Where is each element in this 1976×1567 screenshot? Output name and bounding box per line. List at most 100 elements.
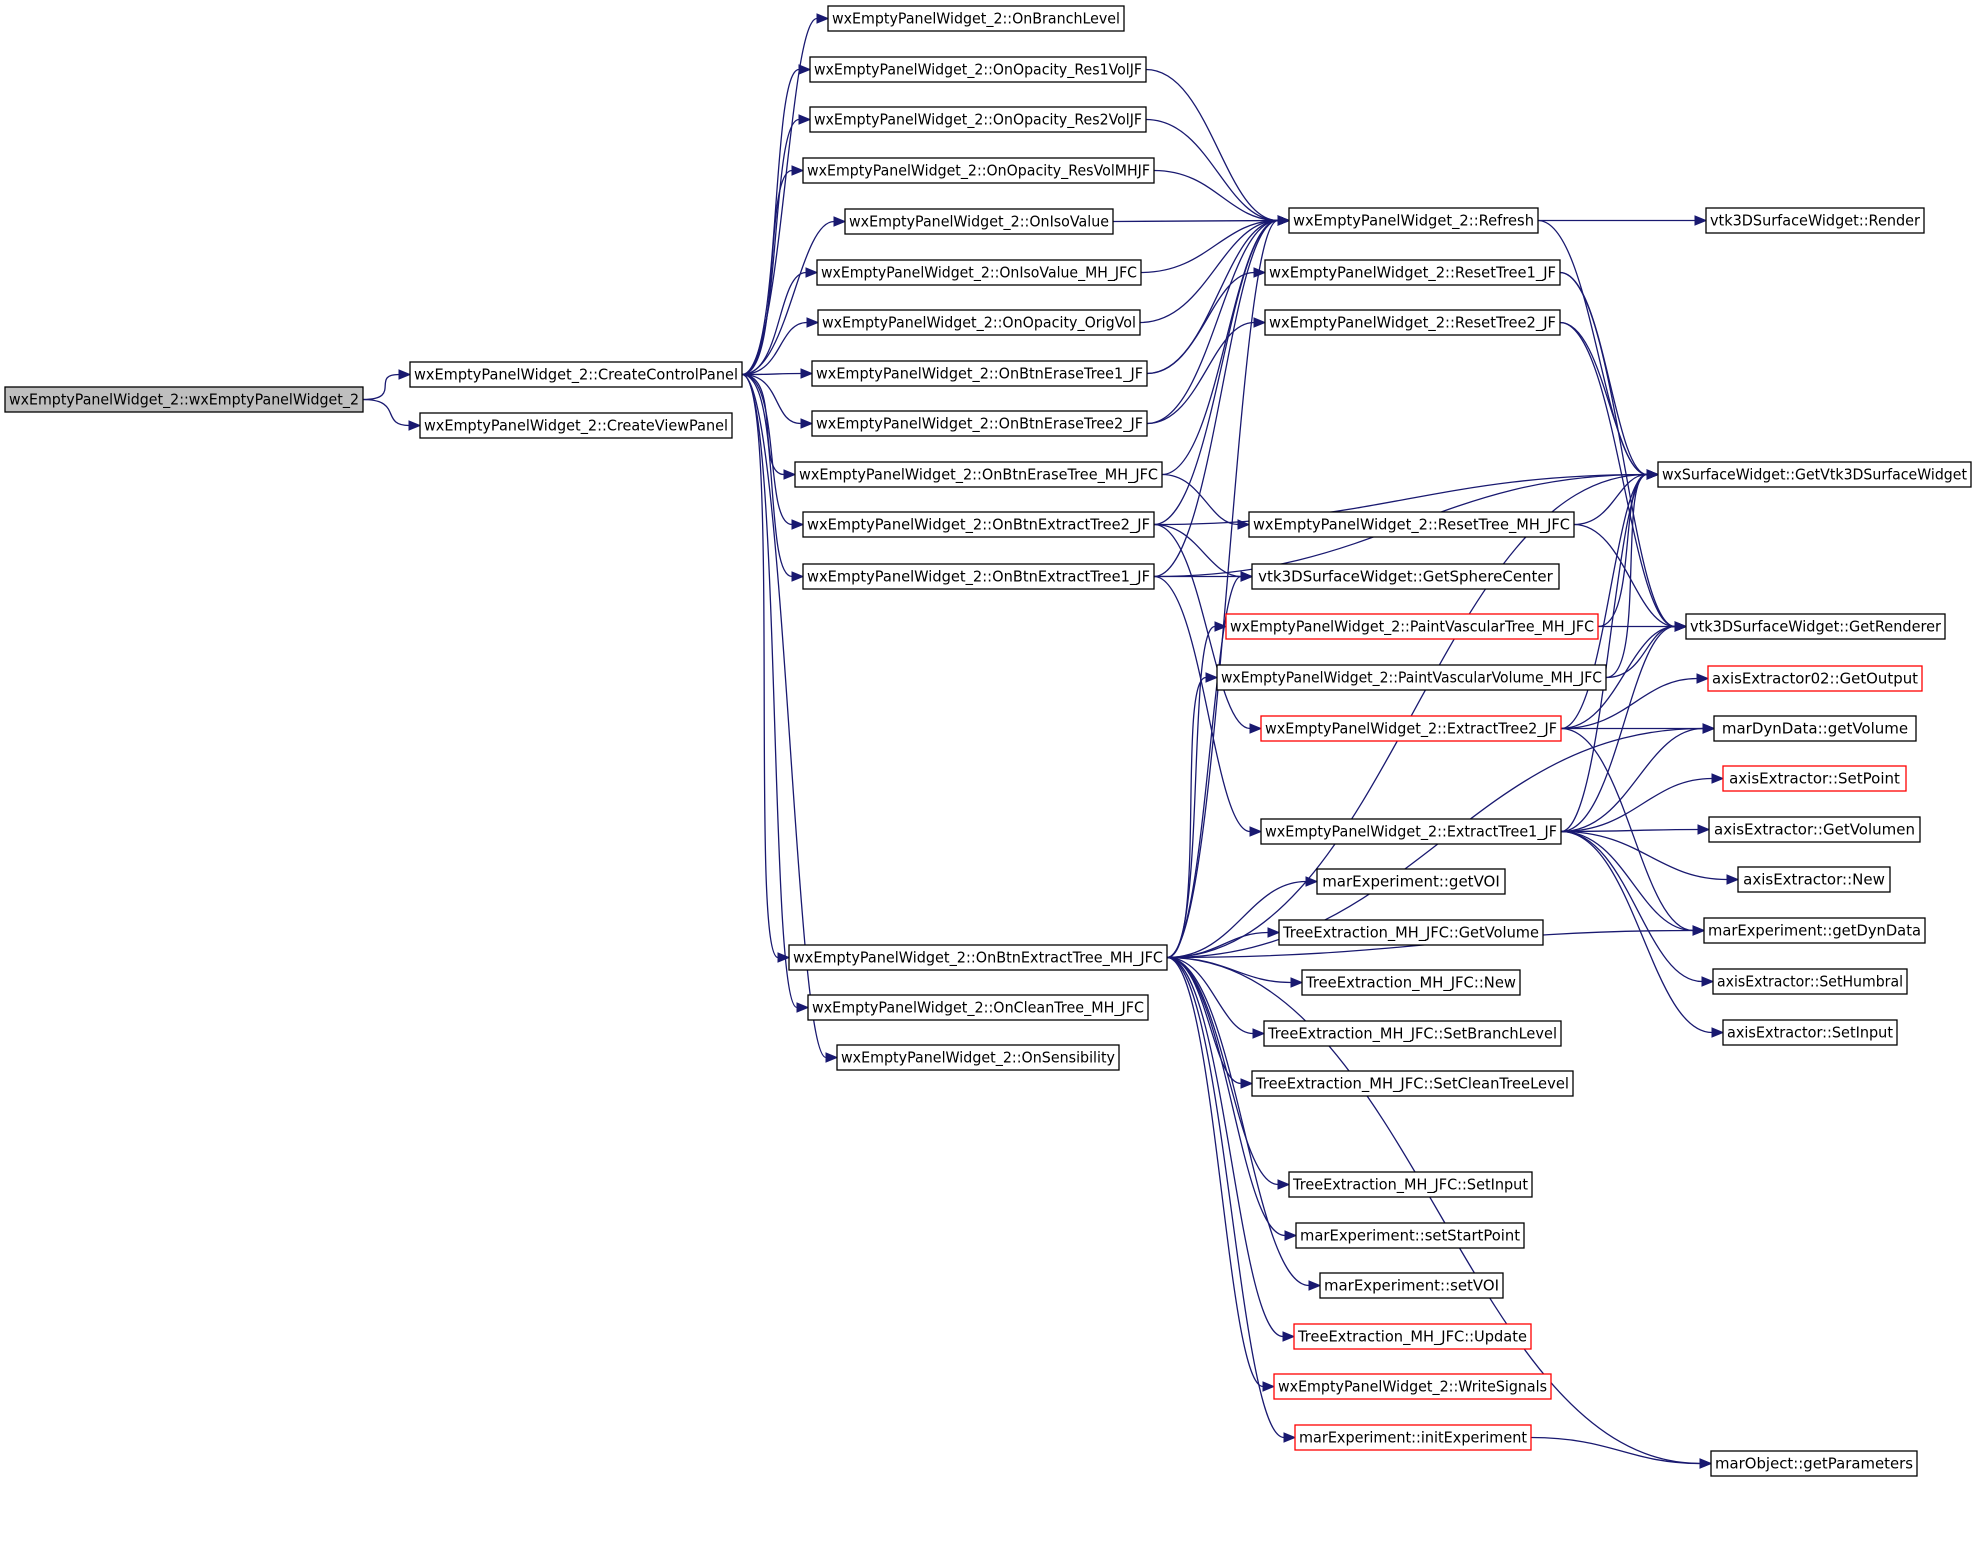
node-box (1260, 715, 1562, 742)
node-axis-set-point[interactable]: axisExtractor::SetPoint (1722, 765, 1907, 792)
node-box (1722, 765, 1907, 792)
node-reset-tree2[interactable]: wxEmptyPanelWidget_2::ResetTree2_JF (1264, 309, 1561, 336)
node-label: wxEmptyPanelWidget_2::ExtractTree2_JF (1265, 720, 1557, 739)
arrowhead (1277, 215, 1291, 226)
arrowhead (798, 114, 812, 125)
node-te-update[interactable]: TreeExtraction_MH_JFC::Update (1293, 1323, 1532, 1350)
node-on-opacity-res1[interactable]: wxEmptyPanelWidget_2::OnOpacity_Res1VolJ… (809, 56, 1147, 83)
node-create-view-panel[interactable]: wxEmptyPanelWidget_2::CreateViewPanel (419, 412, 733, 439)
node-extract-tree2[interactable]: wxEmptyPanelWidget_2::ExtractTree2_JF (1260, 715, 1562, 742)
node-on-btn-extract1[interactable]: wxEmptyPanelWidget_2::OnBtnExtractTree1_… (802, 563, 1155, 590)
node-axis-set-input[interactable]: axisExtractor::SetInput (1722, 1019, 1898, 1046)
node-paint-vasc-vol[interactable]: wxEmptyPanelWidget_2::PaintVascularVolum… (1216, 664, 1607, 691)
node-box (1264, 309, 1561, 336)
node-write-signals[interactable]: wxEmptyPanelWidget_2::WriteSignals (1273, 1373, 1552, 1400)
edge-on-opacity-res1-to-refresh (1145, 68, 1279, 222)
node-box (811, 360, 1148, 387)
node-te-new[interactable]: TreeExtraction_MH_JFC::New (1301, 969, 1521, 996)
node-box (1288, 1171, 1533, 1198)
node-on-btn-erase-mh[interactable]: wxEmptyPanelWidget_2::OnBtnEraseTree_MH_… (794, 461, 1163, 488)
edge-on-btn-erase-mh-to-reset-tree-mh (1161, 473, 1239, 526)
node-box (1722, 1019, 1898, 1046)
arrowhead (805, 267, 819, 278)
node-axis02-get-output[interactable]: axisExtractor02::GetOutput (1707, 665, 1923, 692)
edge-create-control-panel-to-on-btn-extract1 (741, 373, 793, 578)
node-label: wxEmptyPanelWidget_2::PaintVascularTree_… (1230, 618, 1594, 637)
node-mexp-init-experiment[interactable]: marExperiment::initExperiment (1294, 1424, 1532, 1451)
node-on-btn-extract2[interactable]: wxEmptyPanelWidget_2::OnBtnExtractTree2_… (802, 511, 1155, 538)
node-label: wxEmptyPanelWidget_2::OnBtnExtractTree2_… (807, 516, 1150, 535)
node-on-opacity-res-mh[interactable]: wxEmptyPanelWidget_2::OnOpacity_ResVolMH… (802, 157, 1155, 184)
node-reset-tree1[interactable]: wxEmptyPanelWidget_2::ResetTree1_JF (1264, 259, 1561, 286)
edge-create-control-panel-to-on-btn-erase-mh (741, 373, 785, 476)
node-get-parameters[interactable]: marObject::getParameters (1710, 1450, 1918, 1477)
node-on-sensibility[interactable]: wxEmptyPanelWidget_2::OnSensibility (836, 1044, 1120, 1071)
node-box (794, 461, 1163, 488)
node-mexp-set-start-point[interactable]: marExperiment::setStartPoint (1295, 1222, 1525, 1249)
edge-paint-vasc-vol-to-get-vtk3-dsurface-widget (1605, 473, 1648, 679)
node-label: wxEmptyPanelWidget_2::OnCleanTree_MH_JFC (812, 999, 1144, 1018)
edge-on-btn-extract-mh-to-write-signals (1166, 956, 1264, 1388)
node-label: TreeExtraction_MH_JFC::SetBranchLevel (1267, 1025, 1557, 1044)
node-box (1264, 259, 1561, 286)
node-get-vtk3-dsurface-widget[interactable]: wxSurfaceWidget::GetVtk3DSurfaceWidget (1657, 461, 1972, 488)
node-on-iso-value[interactable]: wxEmptyPanelWidget_2::OnIsoValue (844, 208, 1114, 235)
node-get-sphere-center[interactable]: vtk3DSurfaceWidget::GetSphereCenter (1251, 563, 1560, 590)
node-on-btn-erase2[interactable]: wxEmptyPanelWidget_2::OnBtnEraseTree2_JF (811, 410, 1148, 437)
arrowhead (1305, 876, 1319, 887)
node-axis-new[interactable]: axisExtractor::New (1737, 866, 1891, 893)
node-layer: wxEmptyPanelWidget_2::wxEmptyPanelWidget… (4, 5, 1972, 1477)
edge-create-control-panel-to-on-opacity-res-mh (741, 169, 793, 376)
node-on-iso-value-mh[interactable]: wxEmptyPanelWidget_2::OnIsoValue_MH_JFC (816, 259, 1142, 286)
arrowhead (796, 1002, 810, 1013)
node-extract-tree1[interactable]: wxEmptyPanelWidget_2::ExtractTree1_JF (1260, 818, 1562, 845)
arrowhead (1249, 723, 1263, 734)
node-te-get-volume[interactable]: TreeExtraction_MH_JFC::GetVolume (1278, 919, 1544, 946)
node-label: marExperiment::getVOI (1322, 873, 1500, 891)
node-on-btn-erase1[interactable]: wxEmptyPanelWidget_2::OnBtnEraseTree1_JF (811, 360, 1148, 387)
node-get-volume[interactable]: marDynData::getVolume (1713, 715, 1917, 742)
node-axis-get-volumen[interactable]: axisExtractor::GetVolumen (1708, 816, 1921, 843)
node-te-set-input[interactable]: TreeExtraction_MH_JFC::SetInput (1288, 1171, 1533, 1198)
edge-extract-tree1-to-get-renderer (1560, 625, 1676, 833)
node-box (809, 56, 1147, 83)
edge-on-btn-erase2-to-reset-tree2 (1146, 321, 1255, 425)
node-on-btn-extract-mh[interactable]: wxEmptyPanelWidget_2::OnBtnExtractTree_M… (788, 944, 1168, 971)
node-label: vtk3DSurfaceWidget::Render (1710, 212, 1921, 230)
node-label: wxEmptyPanelWidget_2::OnIsoValue_MH_JFC (821, 264, 1137, 283)
node-on-opacity-orig[interactable]: wxEmptyPanelWidget_2::OnOpacity_OrigVol (817, 309, 1141, 336)
node-root[interactable]: wxEmptyPanelWidget_2::wxEmptyPanelWidget… (4, 386, 364, 413)
node-box (1225, 613, 1599, 640)
node-label: wxEmptyPanelWidget_2::OnOpacity_Res2VolJ… (814, 111, 1142, 130)
node-axis-set-humbral[interactable]: axisExtractor::SetHumbral (1712, 968, 1908, 995)
node-refresh[interactable]: wxEmptyPanelWidget_2::Refresh (1288, 207, 1539, 234)
edge-extract-tree1-to-get-volume (1560, 727, 1704, 833)
arrowhead (1284, 1230, 1298, 1241)
arrowhead (816, 13, 830, 24)
node-te-set-clean-tree-level[interactable]: TreeExtraction_MH_JFC::SetCleanTreeLevel (1251, 1070, 1574, 1097)
node-label: wxEmptyPanelWidget_2::PaintVascularVolum… (1221, 669, 1602, 688)
node-mexp-set-voi[interactable]: marExperiment::setVOI (1319, 1272, 1504, 1299)
node-paint-vasc-tree[interactable]: wxEmptyPanelWidget_2::PaintVascularTree_… (1225, 613, 1599, 640)
arrowhead (1694, 215, 1708, 226)
arrowhead (791, 571, 805, 582)
node-reset-tree-mh[interactable]: wxEmptyPanelWidget_2::ResetTree_MH_JFC (1248, 511, 1575, 538)
node-te-set-branch-level[interactable]: TreeExtraction_MH_JFC::SetBranchLevel (1263, 1020, 1562, 1047)
node-get-dyn-data[interactable]: marExperiment::getDynData (1703, 917, 1926, 944)
node-vtk-render[interactable]: vtk3DSurfaceWidget::Render (1705, 207, 1925, 234)
edge-on-btn-extract2-to-refresh (1153, 219, 1279, 526)
edge-on-opacity-res2-to-refresh (1145, 118, 1279, 222)
edge-create-control-panel-to-on-opacity-orig (741, 321, 808, 376)
node-get-renderer[interactable]: vtk3DSurfaceWidget::GetRenderer (1685, 613, 1946, 640)
node-mexp-get-voi[interactable]: marExperiment::getVOI (1316, 868, 1506, 895)
arrowhead (1205, 672, 1219, 683)
node-label: wxEmptyPanelWidget_2::CreateControlPanel (414, 366, 738, 385)
edge-extract-tree1-to-get-vtk3-dsurface-widget (1560, 473, 1648, 833)
node-create-control-panel[interactable]: wxEmptyPanelWidget_2::CreateControlPanel (409, 361, 743, 388)
node-on-opacity-res2[interactable]: wxEmptyPanelWidget_2::OnOpacity_Res2VolJ… (809, 106, 1147, 133)
node-on-branch-level[interactable]: wxEmptyPanelWidget_2::OnBranchLevel (827, 5, 1125, 32)
node-on-clean-tree[interactable]: wxEmptyPanelWidget_2::OnCleanTree_MH_JFC (807, 994, 1149, 1021)
edge-reset-tree-mh-to-get-vtk3-dsurface-widget (1573, 473, 1648, 526)
node-box (1216, 664, 1607, 691)
edge-on-btn-extract-mh-to-mexp-set-voi (1166, 956, 1310, 1287)
